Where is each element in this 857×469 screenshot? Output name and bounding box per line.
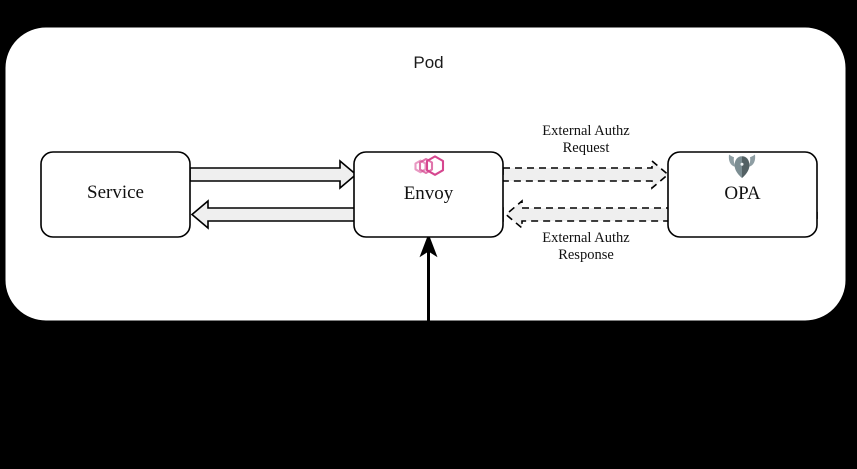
connector-service-to-envoy: [189, 159, 358, 190]
node-envoy[interactable]: [353, 151, 504, 238]
node-service[interactable]: [40, 151, 191, 238]
connector-ingress-to-envoy: [419, 233, 438, 330]
connector-opa-to-envoy: [504, 199, 818, 230]
node-opa[interactable]: [667, 151, 818, 238]
connector-envoy-to-opa: [502, 159, 670, 190]
